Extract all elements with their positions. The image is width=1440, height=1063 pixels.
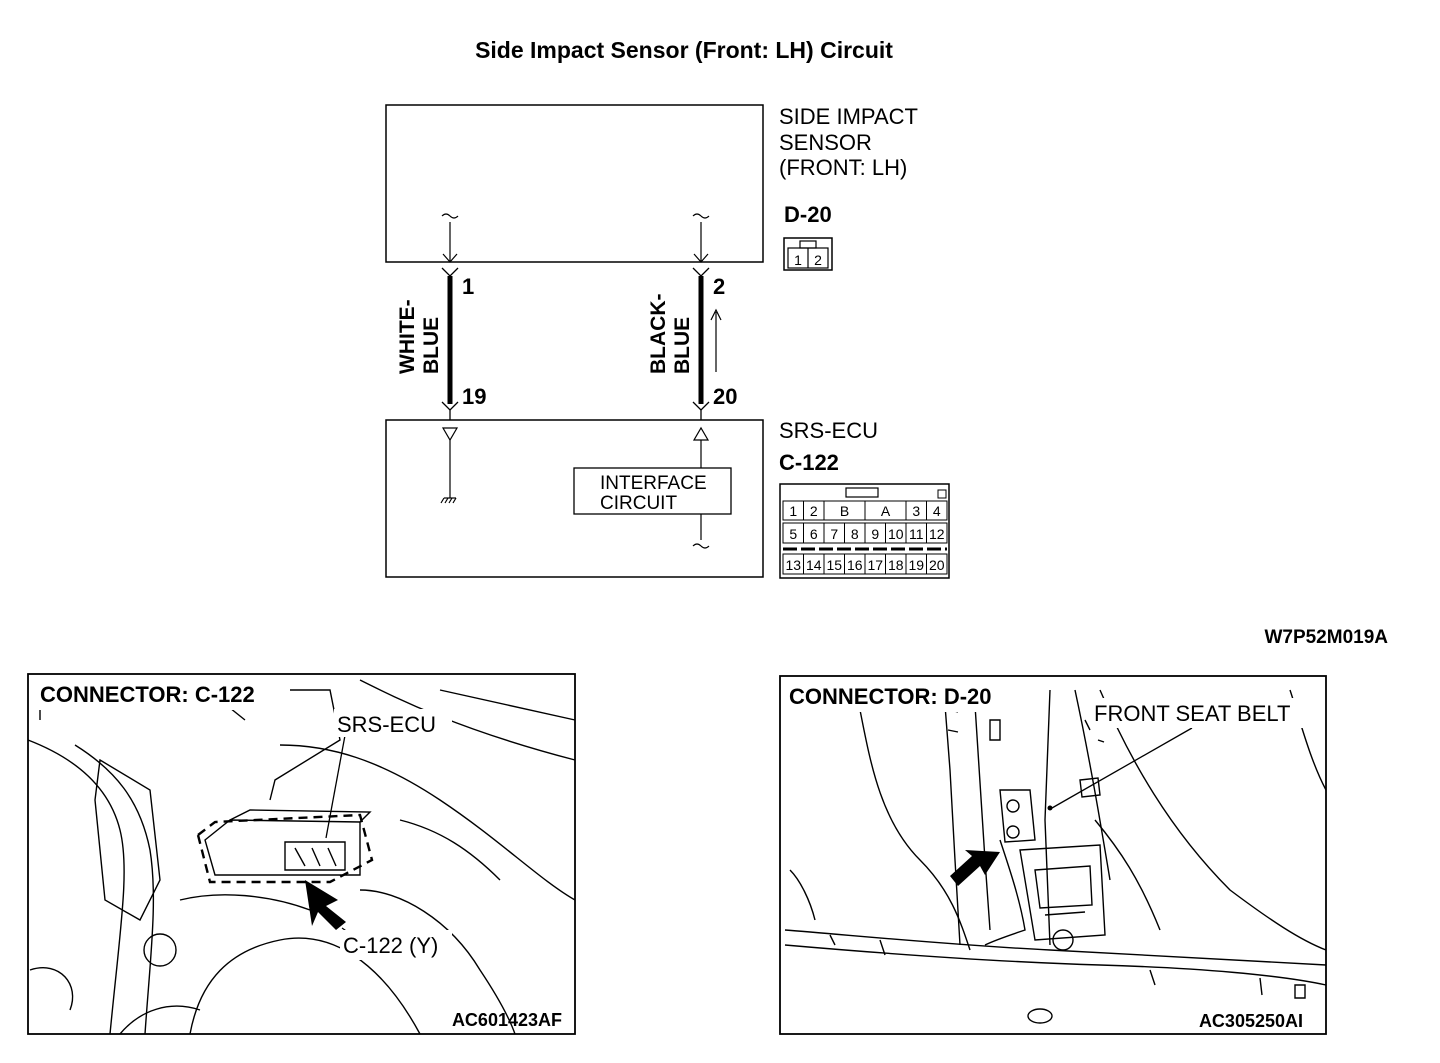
wire2-color-line1: BLACK- — [647, 294, 670, 374]
c122-pin-5: 5 — [789, 526, 797, 542]
c122-pin-6: 6 — [810, 526, 818, 542]
c122-pin-10: 10 — [888, 526, 904, 542]
photo-left: CONNECTOR: C-122 SRS-ECU C-122 (Y) AC601… — [27, 673, 576, 1035]
wire1-color-line2: BLUE — [420, 317, 443, 374]
connector-d20-icon: 1 2 — [783, 237, 833, 271]
wire1-sensor-pin: 1 — [462, 274, 474, 299]
sensor-label-line1: SIDE IMPACT — [779, 104, 918, 129]
c122-pin-11: 11 — [909, 526, 924, 542]
photo-right-callout: FRONT SEAT BELT — [1094, 701, 1290, 726]
ecu-connector-id: C-122 — [779, 450, 839, 475]
photo-left-frame — [27, 673, 576, 1035]
ecu-label: SRS-ECU — [779, 418, 878, 443]
page-title: Side Impact Sensor (Front: LH) Circuit — [475, 37, 893, 63]
photo-right: CONNECTOR: D-20 FRONT SEAT BELT AC305250… — [779, 675, 1327, 1035]
d20-pin-2: 2 — [814, 252, 822, 268]
c122-pin-4-cell — [926, 500, 948, 521]
wire1-color-line1: WHITE- — [396, 299, 419, 374]
c122-pin-20: 20 — [929, 557, 945, 573]
photo-left-code: AC601423AF — [452, 1010, 562, 1030]
wire-black-blue — [692, 267, 722, 420]
c122-pin-1: 1 — [789, 503, 797, 519]
wire2-color-line2: BLUE — [671, 317, 694, 374]
c122-pin-20-cell — [926, 553, 948, 575]
c122-pin-15: 15 — [826, 557, 842, 573]
c122-pin-18: 18 — [888, 557, 904, 573]
diagram-code: W7P52M019A — [1264, 627, 1388, 648]
seat-belt-leader — [1051, 727, 1193, 809]
sensor-label-line2: SENSOR — [779, 130, 872, 155]
c122-pin-13: 13 — [785, 557, 801, 573]
d20-pin-1: 1 — [794, 252, 802, 268]
wire1-color-label: WHITE- BLUE — [396, 299, 443, 374]
c122-pin-14: 14 — [806, 557, 822, 573]
photo-right-heading: CONNECTOR: D-20 — [789, 684, 992, 709]
photo-right-frame — [779, 675, 1327, 1035]
c122-pin-B: B — [840, 503, 849, 519]
c122-pin-A: A — [881, 503, 891, 519]
c122-pin-17: 17 — [867, 557, 883, 573]
srs-ecu-leader — [325, 729, 347, 839]
wire2-ecu-pin: 20 — [713, 384, 737, 409]
interface-circuit-box — [573, 467, 732, 515]
photo-right-code: AC305250AI — [1199, 1011, 1303, 1031]
sensor-box — [385, 104, 764, 263]
wire2-color-label: BLACK- BLUE — [647, 294, 694, 374]
photo-left-callout-ecu: SRS-ECU — [337, 712, 436, 737]
c122-pointer-arrow — [305, 880, 346, 930]
sensor-internal-leads — [441, 213, 710, 263]
c122-pin-9: 9 — [871, 526, 879, 542]
wire-white-blue — [441, 267, 459, 420]
interface-line1: INTERFACE — [600, 473, 707, 494]
c122-pin-2: 2 — [810, 503, 818, 519]
sensor-connector-id: D-20 — [784, 202, 832, 227]
photo-left-callout-connector: C-122 (Y) — [343, 933, 438, 958]
c122-pin-3: 3 — [912, 503, 920, 519]
c122-pin-16: 16 — [847, 557, 863, 573]
interface-line2: CIRCUIT — [600, 493, 677, 514]
ecu-internal-leads — [440, 426, 710, 549]
wire2-sensor-pin: 2 — [713, 274, 725, 299]
photo-left-heading: CONNECTOR: C-122 — [40, 682, 255, 707]
c122-pin-4: 4 — [933, 503, 941, 519]
c122-pin-8: 8 — [851, 526, 859, 542]
c122-pin-12: 12 — [929, 526, 945, 542]
sensor-label-line3: (FRONT: LH) — [779, 155, 907, 180]
wire1-ecu-pin: 19 — [462, 384, 486, 409]
d20-pointer-arrow — [950, 850, 1000, 886]
sensor-label: SIDE IMPACT SENSOR (FRONT: LH) — [779, 104, 918, 180]
ecu-box — [385, 419, 764, 578]
c122-pin-7: 7 — [830, 526, 838, 542]
c122-pin-19: 19 — [908, 557, 924, 573]
c122-pin-12-cell — [926, 522, 948, 544]
